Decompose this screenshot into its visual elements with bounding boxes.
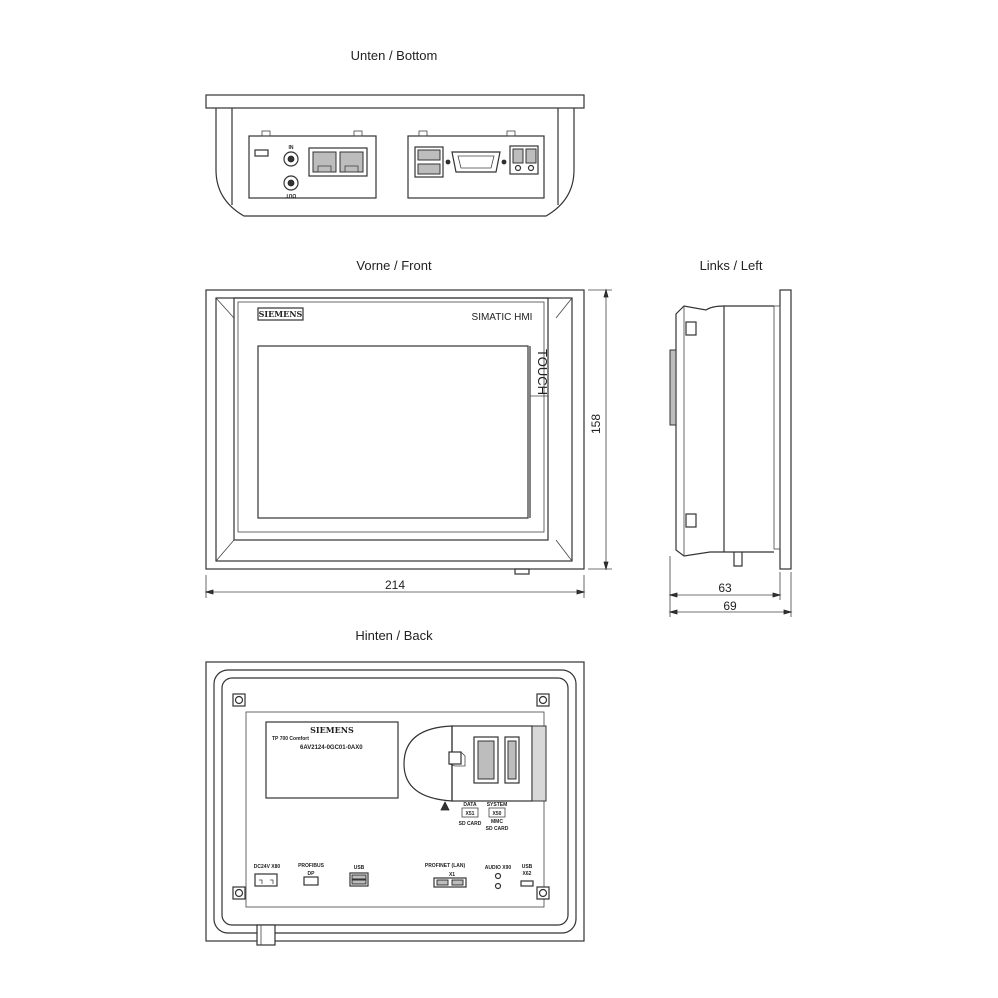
dimension-height-label: 158 [589, 414, 603, 434]
bottom-port-block-left [248, 135, 377, 199]
system-slot-label: SYSTEM [487, 802, 508, 808]
left-body [675, 305, 774, 557]
left-clip-bottom [685, 513, 697, 528]
x51-label: X51 [466, 811, 475, 817]
x1-label: X1 [449, 872, 455, 878]
profibus-dsub-port [451, 151, 501, 173]
rating-label-brand: SIEMENS [310, 725, 354, 735]
audio-out-jack [283, 175, 299, 191]
usb-label-1: USB [354, 865, 365, 871]
front-panel [233, 297, 549, 541]
x62-label: X62 [523, 871, 532, 877]
back-power-connector [254, 873, 278, 887]
rating-label [265, 721, 399, 799]
back-bezel-outer [205, 661, 585, 942]
front-display [257, 345, 529, 519]
dimension-width-label: 214 [385, 578, 405, 592]
audio-in-label: IN [289, 145, 294, 151]
x50-label: X50 [493, 811, 502, 817]
card-cover-round [403, 725, 453, 802]
back-profinet-connector [433, 877, 467, 888]
back-view: Hinten / Back SIEMENS TP 700 Comfort 6AV… [205, 628, 585, 946]
usb-label-2: USB [522, 864, 533, 870]
profinet-label: PROFINET (LAN) [425, 863, 466, 869]
profibus-label: PROFIBUS [298, 863, 325, 869]
bottom-port-block-right [407, 135, 545, 199]
dimension-depth-body-label: 63 [718, 581, 732, 595]
front-brand-box [257, 307, 304, 321]
back-profibus-connector [303, 876, 319, 886]
data-slot-label: DATA [463, 802, 477, 808]
audio-label: AUDIO X90 [485, 865, 512, 871]
back-mini-usb [520, 880, 534, 887]
bottom-housing [215, 108, 575, 217]
mmc-label: MMC [491, 819, 503, 825]
rating-label-order-no: 6AV2124-0GC01-0AX0 [300, 745, 363, 751]
bottom-view: Unten / Bottom IN OUT [205, 48, 585, 217]
bottom-view-title: Unten / Bottom [351, 48, 438, 63]
front-brand-text: SIEMENS [259, 309, 303, 319]
back-view-title: Hinten / Back [355, 628, 433, 643]
front-touch-text: TOUCH [535, 349, 550, 395]
front-view-title: Vorne / Front [356, 258, 432, 273]
dp-label: DP [308, 871, 316, 877]
sd-card-label-2: SD CARD [486, 826, 509, 832]
left-clip-top [685, 321, 697, 336]
front-bezel-inner [215, 297, 573, 562]
back-recess [245, 711, 545, 908]
front-view: Vorne / Front SIEMENS SIMATIC HMI TOUCH … [204, 258, 612, 598]
front-bezel-outer [205, 289, 585, 570]
left-view-title: Links / Left [700, 258, 763, 273]
back-housing-inner [221, 677, 569, 926]
back-cable-tab [256, 924, 276, 946]
left-view: Links / Left 63 69 [668, 258, 793, 617]
bottom-bezel [205, 94, 585, 109]
audio-in-jack [283, 151, 299, 167]
card-module-edge [531, 725, 547, 802]
mini-usb-port [254, 149, 269, 157]
back-audio-out [494, 882, 502, 890]
back-audio-in [494, 872, 502, 880]
front-product-text: SIMATIC HMI [472, 312, 533, 323]
audio-out-label: OUT [286, 192, 297, 198]
back-screws [232, 693, 550, 900]
left-bezel [779, 289, 792, 570]
dc-power-label: DC24V X80 [254, 864, 281, 870]
back-housing-outer [213, 669, 577, 934]
rating-label-model: TP 700 Comfort [272, 736, 309, 742]
left-side-slot [669, 349, 677, 426]
sd-card-label-1: SD CARD [459, 821, 482, 827]
dimension-depth-total-label: 69 [723, 599, 737, 613]
